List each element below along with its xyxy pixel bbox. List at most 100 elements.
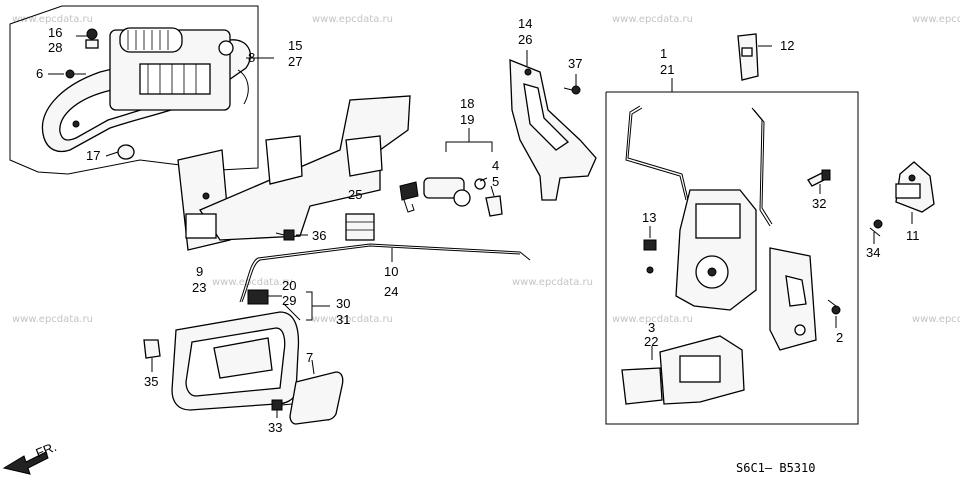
callout-31: 31 [336,312,350,327]
watermark: www.epcdata.ru [312,314,393,325]
rod-clip-icon [237,69,249,105]
callout-17: 17 [86,148,100,163]
latch-actuator [695,203,741,239]
callout-2: 2 [836,330,843,345]
watermark: www.epcdata.ru [612,314,693,325]
handle-pad-icon [117,144,135,160]
inner-handle-clip-icon [247,289,269,305]
screw-37-icon [563,74,581,95]
callout-20: 20 [282,278,296,293]
key-cylinder-assembly [399,128,503,217]
key-icon [399,181,419,201]
outer-handle-lever [139,63,211,95]
watermark: www.epcdata.ru [512,277,593,288]
callout-labels: 1 21 2 3 22 4 5 6 7 8 9 23 10 24 11 12 1… [36,16,920,435]
callout-11: 11 [906,228,920,243]
latch-cover-hole [785,275,807,307]
watermarks: www.epcdata.ru www.epcdata.ru www.epcdat… [12,14,960,325]
callout-1: 1 [660,46,667,61]
actuator-window [679,355,721,383]
clip-25-icon [345,213,375,241]
callout-7: 7 [306,350,313,365]
callout-36: 36 [312,228,326,243]
bolt-36-icon [275,229,308,241]
cylinder-face [453,189,471,207]
callout-30: 30 [336,296,350,311]
latch-assembly-box [605,78,859,425]
callout-3: 3 [648,320,655,335]
cylinder-cap [485,195,503,217]
inner-handle-lever [213,337,273,379]
watermark: www.epcdata.ru [612,14,693,25]
handle-cap [289,371,344,425]
callout-16: 16 [48,25,62,40]
callout-35: 35 [144,374,158,389]
callout-37: 37 [568,56,582,71]
callout-9: 9 [196,264,203,279]
callout-14: 14 [518,16,532,31]
callout-18: 18 [460,96,474,111]
callout-27: 27 [288,54,302,69]
key-blade-icon [403,199,415,213]
callout-23: 23 [192,280,206,295]
latch-box-outline [605,91,859,425]
lock-rod [239,243,531,303]
screw-33-icon [271,399,293,418]
callout-29: 29 [282,293,296,308]
actuator-connector [621,367,663,405]
callout-28: 28 [48,40,62,55]
watermark: www.epcdata.ru [212,277,293,288]
outer-handle-assembly [9,5,259,175]
front-direction-arrow-icon [2,451,49,475]
cylinder-body [423,177,465,199]
callout-22: 22 [644,334,658,349]
screw-icon [65,69,75,79]
callout-5: 5 [492,174,499,189]
watermark: www.epcdata.ru [312,14,393,25]
front-direction-label: FR. [34,439,59,461]
latch-rod-a [625,105,687,201]
screw-2-icon [831,305,841,315]
callout-8: 8 [248,50,255,65]
screw-34-icon [869,219,883,244]
screw-icon [646,266,654,274]
clip-35-icon [143,339,161,372]
handle-reinforcement-bracket [177,95,411,251]
diagram-code: S6C1— B5310 [736,461,815,475]
callout-12: 12 [780,38,794,53]
door-lock-actuator-3 [621,335,745,405]
callout-34: 34 [866,245,880,260]
callout-32: 32 [812,196,826,211]
bolt-13-icon [643,226,657,251]
striker-loop [895,183,921,199]
bracket-window [345,135,383,177]
callout-6: 6 [36,66,43,81]
clip-icon [86,28,98,40]
callout-13: 13 [642,210,656,225]
door-stiffener-14 [509,50,597,201]
bolt-icon [72,120,80,128]
cap-7 [289,359,344,425]
bolt-32-icon [807,169,831,194]
outer-handle-spring [119,27,183,53]
stiffener-rib [523,83,570,151]
rod-10 [239,243,531,303]
leader-lines [48,35,274,157]
bracket-foot [185,213,217,239]
inner-handle-assembly [171,289,330,411]
clip-base-icon [85,39,99,49]
callout-25: 25 [348,187,362,202]
callout-10: 10 [384,264,398,279]
callout-24: 24 [384,284,398,299]
watermark: www.epcdata.ru [912,14,960,25]
watermark: www.epcdata.ru [12,314,93,325]
callout-26: 26 [518,32,532,47]
hole-icon [524,68,532,76]
watermark: www.epcdata.ru [912,314,960,325]
callout-4: 4 [492,158,499,173]
callout-33: 33 [268,420,282,435]
pivot-icon [218,40,234,56]
bracket-tab [265,135,303,185]
watermark: www.epcdata.ru [12,14,93,25]
